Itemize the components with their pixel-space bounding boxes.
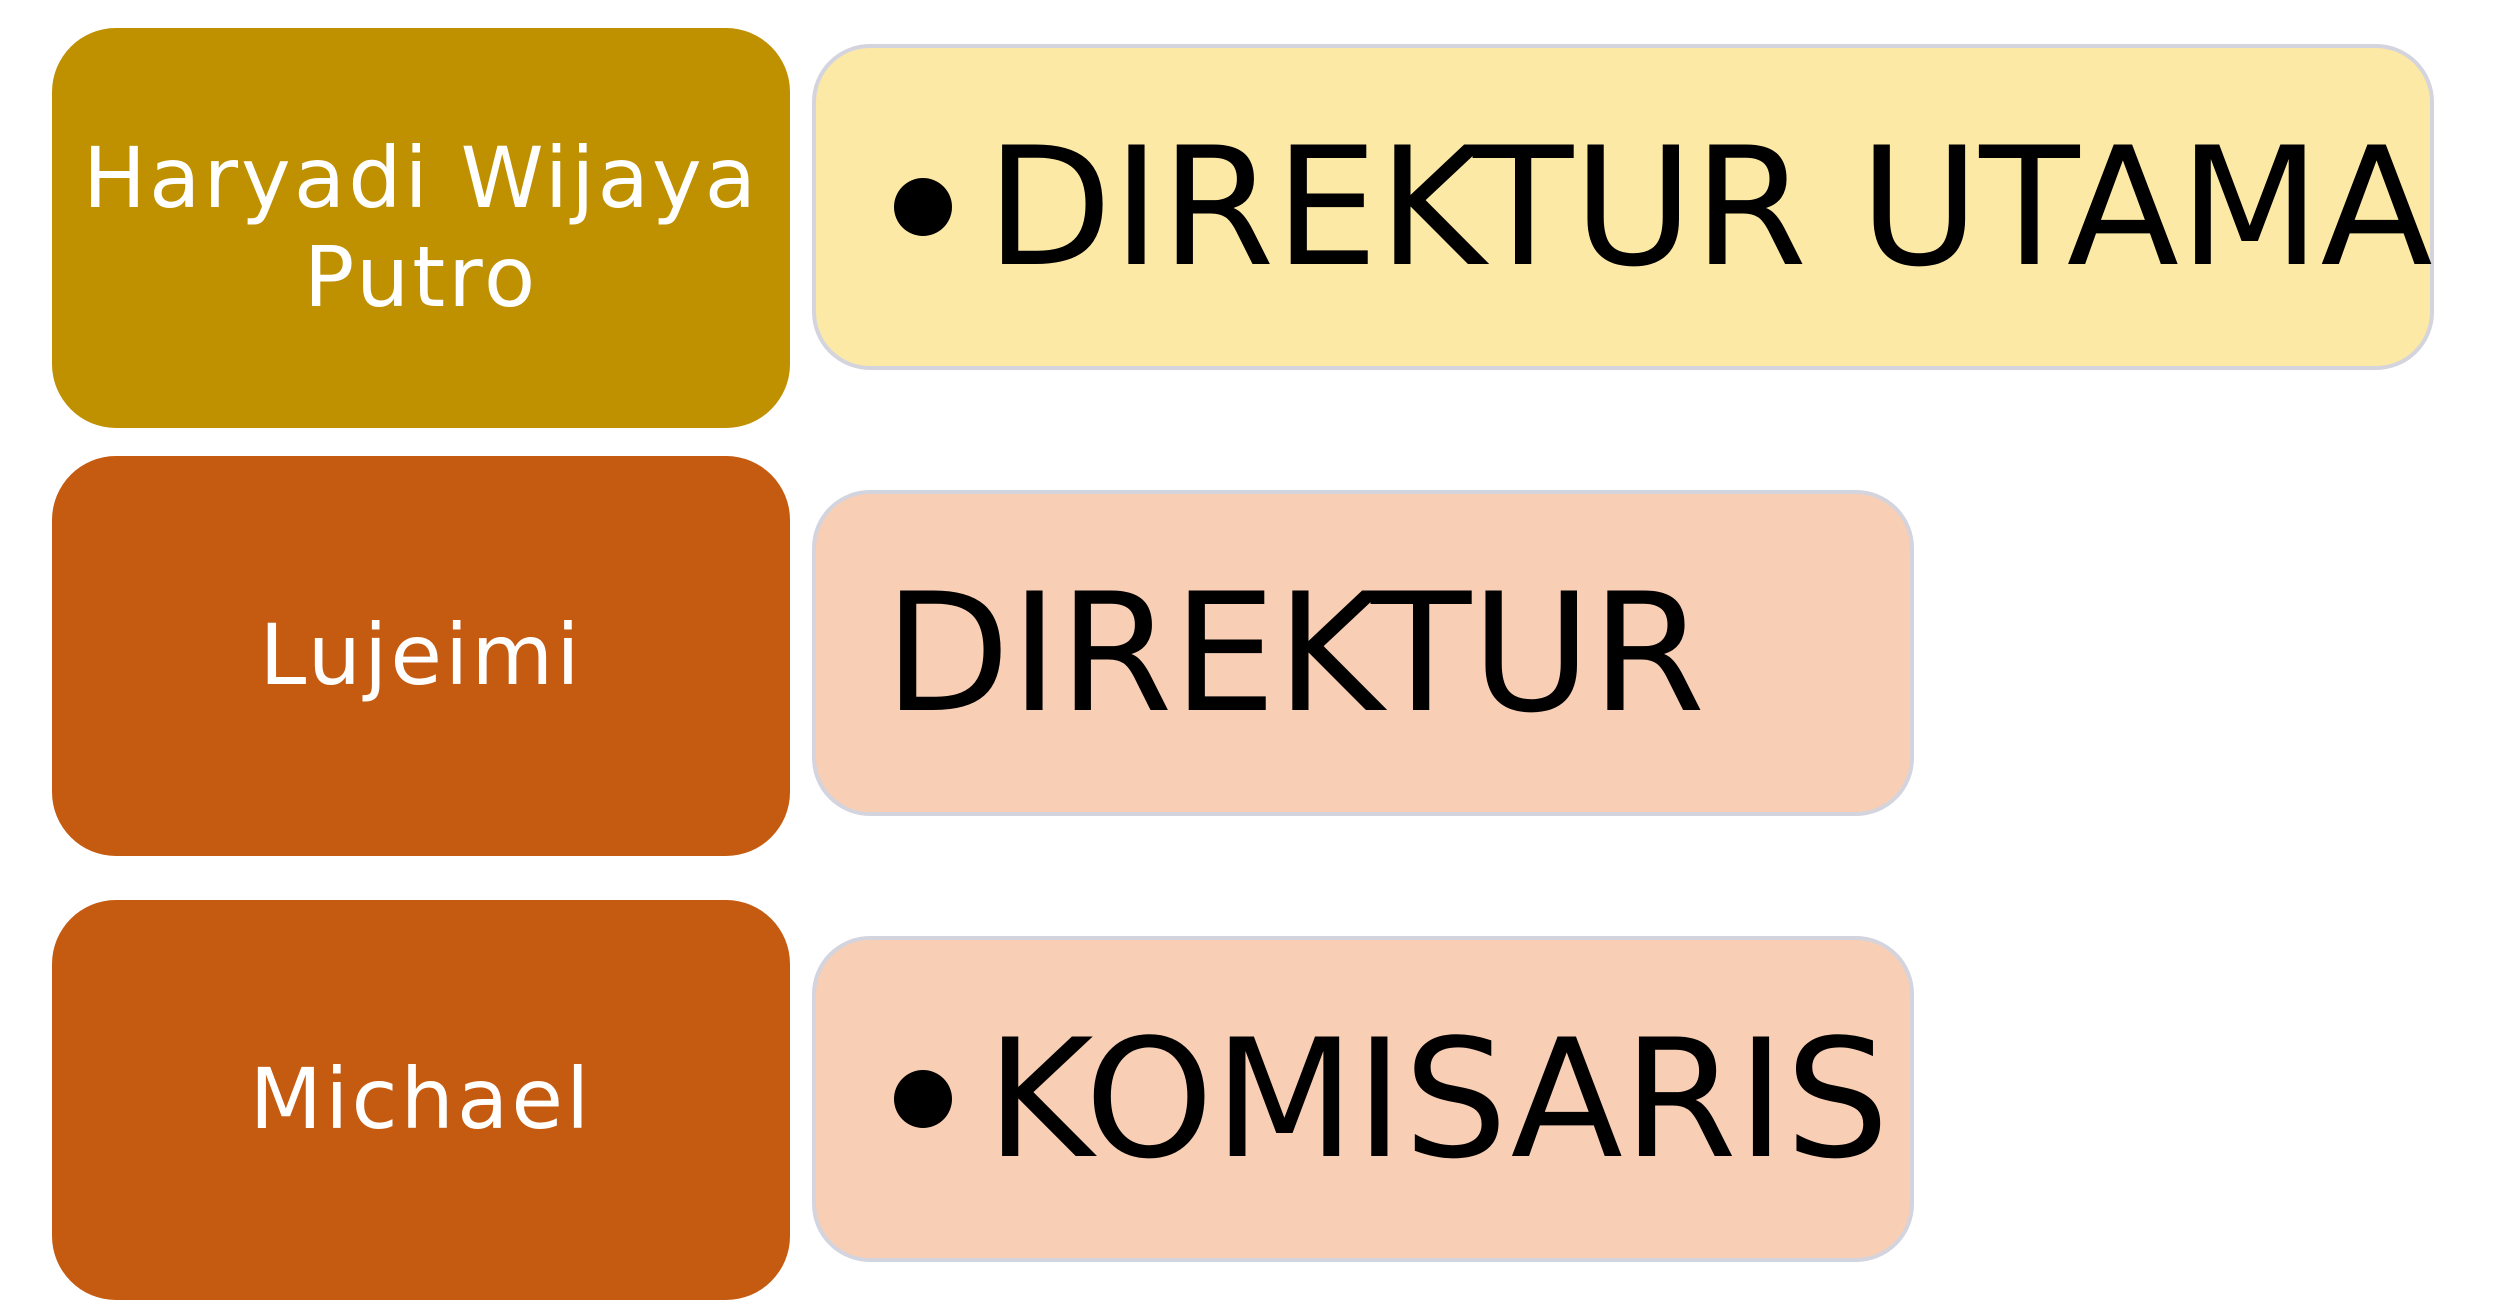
name-box-1: Haryadi Wijaya Putro	[52, 28, 790, 428]
person-name-1: Haryadi Wijaya Putro	[82, 128, 760, 326]
name-box-3: Michael	[52, 900, 790, 1300]
role-title-2: DIREKTUR	[884, 557, 1706, 749]
role-box-3: KOMISARIS	[812, 936, 1914, 1262]
role-box-1: DIREKTUR UTAMA	[812, 44, 2434, 370]
bullet-icon	[894, 178, 952, 236]
role-title-1: DIREKTUR UTAMA	[986, 111, 2433, 303]
bullet-icon	[894, 1070, 952, 1128]
person-name-3: Michael	[249, 1050, 593, 1149]
role-title-3: KOMISARIS	[986, 1003, 1890, 1195]
person-name-2: Lujeimi	[259, 606, 583, 705]
name-box-2: Lujeimi	[52, 456, 790, 856]
role-box-2: DIREKTUR	[812, 490, 1914, 816]
